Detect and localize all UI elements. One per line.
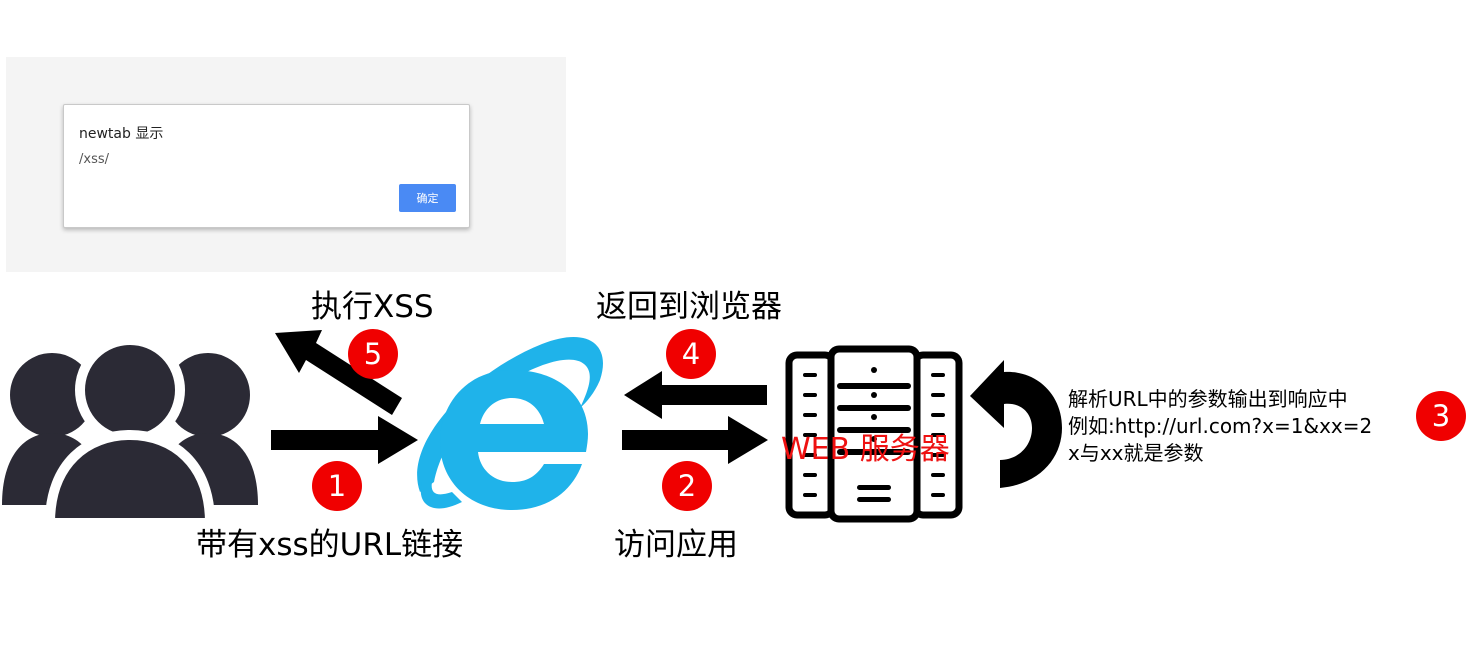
note-line-2: 例如:http://url.com?x=1&xx=2 bbox=[1068, 414, 1373, 438]
note-line-1: 解析URL中的参数输出到响应中 bbox=[1068, 387, 1348, 411]
arrow-to-server bbox=[622, 416, 768, 464]
label-return-to-browser: 返回到浏览器 bbox=[596, 289, 782, 325]
step-badge-2: 2 bbox=[662, 461, 712, 511]
label-web-server: WEB 服务器 bbox=[781, 432, 950, 467]
alert-message: /xss/ bbox=[79, 152, 109, 167]
server-rack-icon bbox=[785, 345, 963, 523]
arrow-to-browser bbox=[271, 416, 418, 464]
parse-note: 解析URL中的参数输出到响应中 例如:http://url.com?x=1&xx… bbox=[1068, 386, 1372, 467]
arrow-execute bbox=[275, 330, 402, 415]
alert-dialog: newtab 显示 /xss/ 确定 bbox=[63, 104, 470, 228]
label-execute-xss: 执行XSS bbox=[311, 289, 434, 325]
note-line-3: x与xx就是参数 bbox=[1068, 441, 1204, 465]
step-badge-1: 1 bbox=[312, 461, 362, 511]
alert-screenshot: newtab 显示 /xss/ 确定 bbox=[6, 57, 566, 272]
users-group-icon bbox=[2, 335, 258, 528]
curved-return-arrow-icon bbox=[970, 360, 1062, 488]
label-access-app: 访问应用 bbox=[614, 527, 738, 563]
internet-explorer-icon bbox=[417, 336, 603, 510]
alert-title: newtab 显示 bbox=[79, 126, 164, 142]
ok-button[interactable]: 确定 bbox=[399, 184, 456, 212]
arrow-to-browser-return bbox=[624, 371, 767, 419]
label-xss-link: 带有xss的URL链接 bbox=[196, 527, 464, 563]
step-badge-5: 5 bbox=[348, 329, 398, 379]
step-badge-3: 3 bbox=[1416, 391, 1466, 441]
step-badge-4: 4 bbox=[666, 329, 716, 379]
